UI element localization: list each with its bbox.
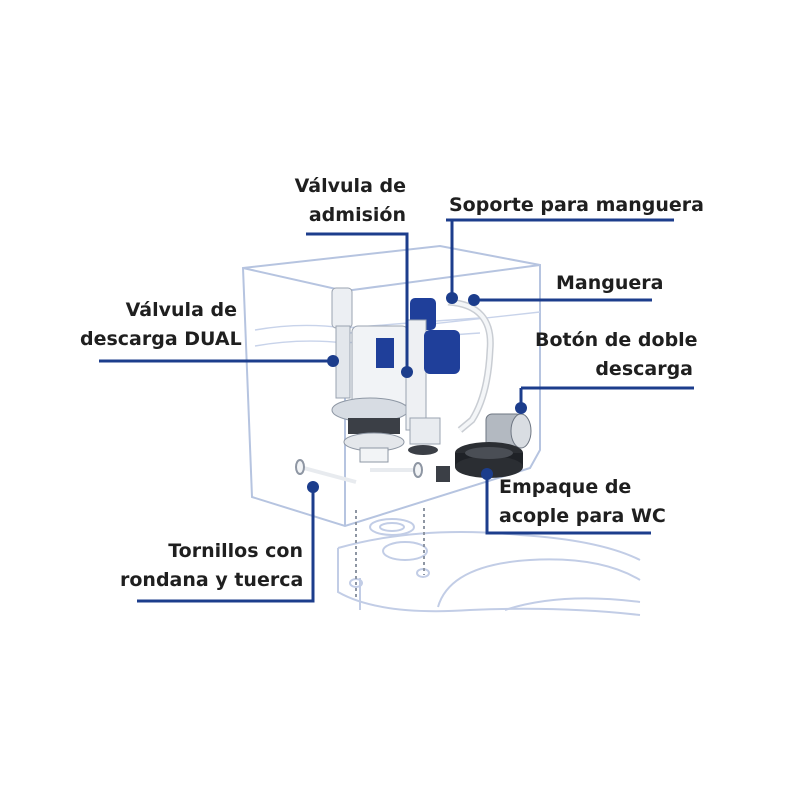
bolts-label: Tornillos con rondana y tuerca	[120, 537, 303, 595]
intake-valve-marker	[401, 366, 413, 378]
intake-valve-label-line2: admisión	[308, 204, 406, 226]
wc-gasket-marker	[481, 468, 493, 480]
wc-gasket-label: Empaque de acople para WC	[499, 473, 666, 531]
dual-flush-valve-marker	[327, 355, 339, 367]
intake-valve	[405, 298, 460, 455]
dual-flush-valve	[331, 287, 409, 463]
hose-label: Manguera	[556, 269, 663, 298]
wc-gasket-label-line1: Empaque de	[499, 476, 632, 498]
dual-flush-valve-label-line2: descarga DUAL	[80, 328, 242, 350]
hose	[447, 298, 494, 433]
flush-button-marker	[515, 402, 527, 414]
hose-support-label: Soporte para manguera	[449, 191, 704, 220]
dual-flush-button-label-line1: Botón de doble	[535, 329, 698, 351]
bolts-label-line2: rondana y tuerca	[120, 569, 304, 591]
wc-gasket	[455, 442, 523, 478]
wc-gasket-label-line2: acople para WC	[499, 505, 666, 527]
bolts-marker	[307, 481, 319, 493]
intake-valve-label-line1: Válvula de	[294, 175, 406, 197]
dual-flush-button-label-line2: descarga	[595, 358, 693, 380]
hose-label-line1: Manguera	[556, 272, 664, 294]
hose-marker	[468, 294, 480, 306]
hose-support-marker	[446, 292, 458, 304]
bolts	[295, 459, 450, 600]
intake-valve-label: Válvula de admisión	[290, 172, 406, 230]
dual-flush-valve-label-line1: Válvula de	[125, 299, 237, 321]
hose-support-label-line1: Soporte para manguera	[449, 194, 704, 216]
leader-dots	[307, 292, 527, 493]
dual-flush-button-label: Botón de doble descarga	[535, 326, 698, 384]
bolts-label-line1: Tornillos con	[168, 540, 303, 562]
dual-flush-valve-label: Válvula de descarga DUAL	[80, 296, 242, 354]
